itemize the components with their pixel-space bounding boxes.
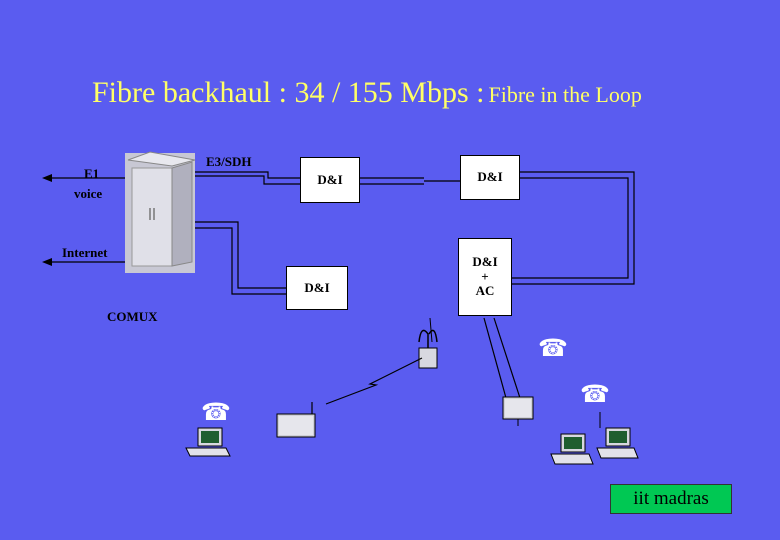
footer-badge: iit madras (610, 484, 732, 514)
di-ac-line2: + (481, 268, 489, 284)
antenna-icon (418, 317, 438, 369)
telephone-icon: ☎ (580, 382, 610, 408)
computer-icon (550, 433, 594, 465)
voice-label: voice (74, 186, 103, 201)
computer-icon (185, 427, 231, 457)
title-main: Fibre backhaul : 34 / 155 Mbps : (92, 76, 485, 109)
title-sub: Fibre in the Loop (488, 82, 642, 107)
fibre-ring (195, 171, 635, 295)
internet-label: Internet (62, 245, 108, 260)
slide-title: Fibre backhaul : 34 / 155 Mbps : Fibre i… (92, 76, 642, 110)
access-line (493, 317, 521, 399)
di-node-1: D&I (300, 157, 360, 203)
cabinet-icon (125, 151, 196, 273)
e1-label: E1 (84, 166, 100, 181)
internet-arrow (42, 258, 125, 266)
di-ac-node: D&I + AC (458, 238, 512, 316)
e3-sdh-label: E3/SDH (206, 154, 252, 169)
computer-icon (596, 427, 639, 459)
comux-label: COMUX (107, 309, 158, 324)
di-ac-line3: AC (475, 283, 495, 299)
modem-icon (276, 402, 316, 438)
e1-arrow (42, 174, 125, 182)
di-node-2: D&I (460, 155, 520, 200)
di-ac-line1: D&I (472, 253, 498, 269)
telephone-icon: ☎ (201, 400, 231, 426)
lightning-link-icon (325, 357, 423, 405)
telephone-icon: ☎ (538, 336, 568, 362)
access-line (483, 317, 507, 399)
di-node-3: D&I (286, 266, 348, 310)
modem-icon (502, 396, 601, 428)
